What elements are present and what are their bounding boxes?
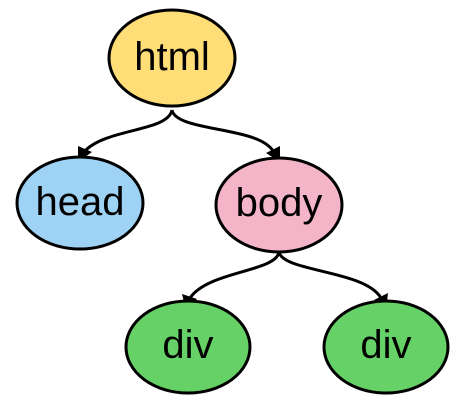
node-div-right-label: div xyxy=(360,323,411,367)
node-div-left-ellipse xyxy=(124,299,252,395)
node-html-label: html xyxy=(134,35,210,79)
node-div-right-ellipse xyxy=(322,299,450,395)
node-div-right: div xyxy=(322,299,450,395)
edge-body-div2 xyxy=(277,251,383,299)
node-div-left: div xyxy=(124,299,252,395)
edge-html-head xyxy=(82,109,174,154)
node-head-label: head xyxy=(36,180,125,224)
edge-html-body xyxy=(170,109,275,152)
node-div-left-label: div xyxy=(162,323,213,367)
node-body: body xyxy=(214,156,344,254)
node-html: html xyxy=(107,8,237,108)
node-head-ellipse xyxy=(15,155,145,251)
node-body-ellipse xyxy=(214,156,344,254)
node-body-label: body xyxy=(236,181,323,225)
node-head: head xyxy=(15,155,145,251)
node-html-ellipse xyxy=(107,8,237,108)
edge-body-div1 xyxy=(188,251,281,299)
